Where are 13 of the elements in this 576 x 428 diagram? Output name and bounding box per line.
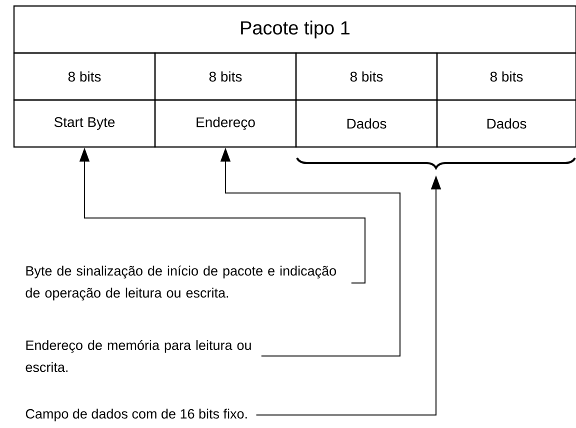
table-cell: Pacote tipo 1 bbox=[13, 5, 576, 54]
table-cell: 8 bits bbox=[295, 52, 438, 101]
table-cell: 8 bits bbox=[154, 52, 297, 101]
annotation-text: Byte de sinalização de início de pacote e indicação de operação de leitura ou escrita. bbox=[26, 266, 336, 300]
annotation-text: Campo de dados com de 16 bits fixo. bbox=[26, 408, 247, 422]
table-cell: Endereço bbox=[154, 99, 297, 148]
curly-brace bbox=[296, 157, 576, 169]
annotation-text: Endereço de memória para leitura ou escrita. bbox=[26, 340, 251, 372]
table-cell: Dados bbox=[295, 99, 438, 148]
table-cell: 8 bits bbox=[13, 52, 156, 101]
table-cell: Start Byte bbox=[13, 99, 156, 148]
table-cell: 8 bits bbox=[436, 52, 576, 101]
table-cell: Dados bbox=[436, 99, 576, 148]
